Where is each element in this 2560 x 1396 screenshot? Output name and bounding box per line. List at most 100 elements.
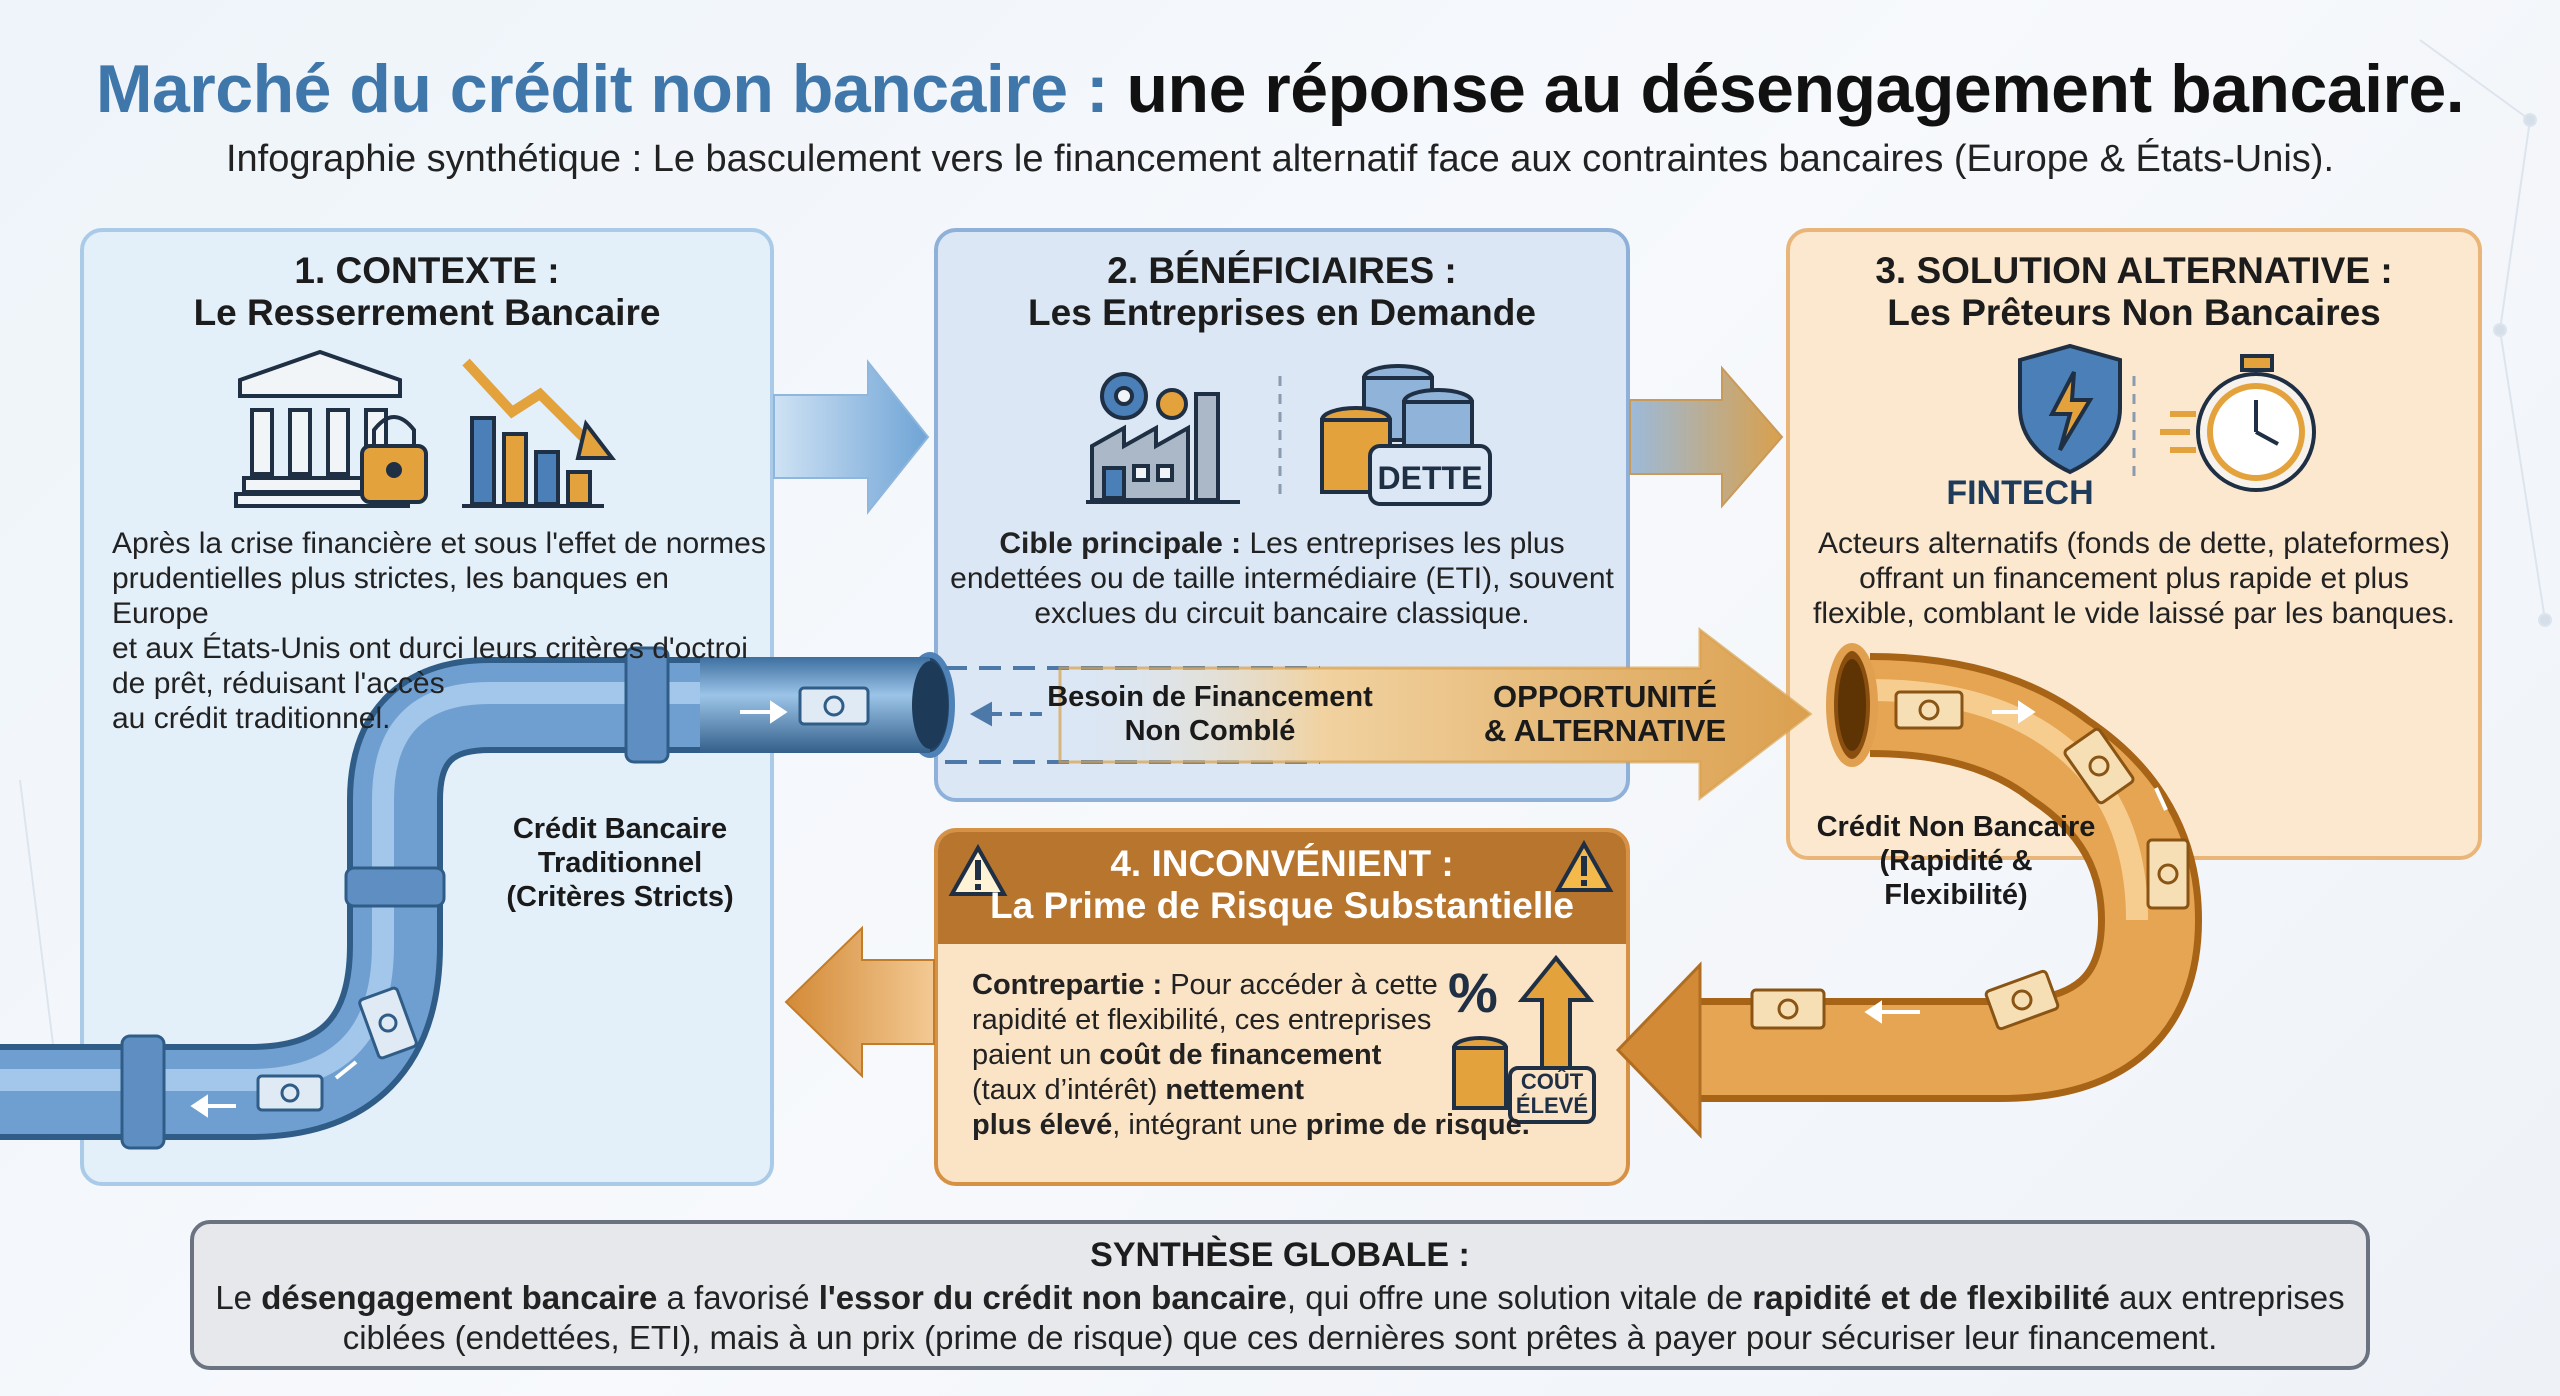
non-bank-credit-label-line: Flexibilité) [1884, 879, 2028, 911]
svg-text:%: % [1448, 961, 1498, 1024]
panel-drawback [934, 828, 1630, 1186]
financing-gap-label-line: Non Comblé [1124, 715, 1296, 747]
synthesis-fragment: Le [215, 1279, 262, 1316]
opportunity-label-line: OPPORTUNITÉ [1493, 679, 1717, 714]
opportunity-label-line: & ALTERNATIVE [1483, 713, 1727, 748]
title-main: une réponse au désengagement bancaire. [1126, 51, 2465, 127]
context-text-line: et aux États-Unis ont durci leurs critèr… [112, 632, 748, 665]
bank-lock-icon [234, 349, 428, 508]
financing-gap-label-line: Besoin de Financement [1047, 681, 1373, 713]
high-cost-label: COÛT ÉLEVÉ [1510, 1070, 1594, 1118]
drawback-text-line: (taux d’intérêt) nettement [972, 1073, 1452, 1108]
non-bank-credit-pipe [1615, 643, 2203, 1139]
beneficiaries-text-fragment: Les entreprises les plus [1241, 527, 1565, 560]
synthesis-fragment: aux entreprises [2109, 1279, 2345, 1316]
traditional-credit-label-line: (Critères Stricts) [506, 881, 734, 913]
panel-context-text: Après la crise financière et sous l'effe… [112, 526, 772, 736]
opportunity-label: OPPORTUNITÉ & ALTERNATIVE [1470, 680, 1740, 748]
page-subtitle: Infographie synthétique : Le basculement… [225, 138, 2335, 180]
panel-solution-title-line1: 3. SOLUTION ALTERNATIVE : [1875, 250, 2393, 291]
context-text-line: de prêt, réduisant l'accès [112, 667, 445, 700]
synthesis-text-line: Le désengagement bancaire a favorisé l'e… [200, 1278, 2360, 1318]
drawback-text-fragment: , intégrant une [1112, 1109, 1306, 1141]
traditional-credit-label-line: Crédit Bancaire [512, 813, 728, 845]
tradeoff-label: Contrepartie : [972, 969, 1163, 1001]
synthesis-text-line: ciblées (endettées, ETI), mais à un prix… [342, 1319, 2218, 1356]
high-cost-label-line: COÛT [1520, 1069, 1584, 1094]
synthesis-text: Le désengagement bancaire a favorisé l'e… [200, 1278, 2360, 1358]
factory-gears-icon [1086, 372, 1240, 504]
main-target-label: Cible principale : [999, 527, 1242, 560]
panel-context-title: 1. CONTEXTE : Le Resserrement Bancaire [80, 250, 774, 334]
fintech-label: FINTECH [1946, 474, 2094, 512]
warning-left-icon [948, 843, 1008, 896]
panel-solution-text: Acteurs alternatifs (fonds de dette, pla… [1786, 526, 2482, 631]
debt-coins-icon [1320, 364, 1492, 506]
drawback-text-line: rapidité et flexibilité, ces entreprises [972, 1004, 1432, 1036]
panel-drawback-title: 4. INCONVÉNIENT : La Prime de Risque Sub… [934, 843, 1630, 927]
panel-beneficiaries-title-line1: 2. BÉNÉFICIAIRES : [1107, 250, 1457, 291]
context-text-line: au crédit traditionnel. [112, 702, 391, 735]
drawback-text-line: plus élevé, intégrant une prime de risqu… [972, 1108, 1530, 1143]
stopwatch-icon [2160, 354, 2316, 492]
drawback-text-line: paient un coût de financement [972, 1038, 1452, 1073]
gap-left-arrow [969, 701, 1042, 727]
panel-drawback-title-line1: 4. INCONVÉNIENT : [1110, 843, 1454, 884]
non-bank-credit-label-line: Crédit Non Bancaire [1816, 811, 2096, 843]
synthesis-emphasis: rapidité et de flexibilité [1752, 1279, 2110, 1316]
flow-arrow-beneficiaries-to-solution [1629, 365, 1784, 509]
icon-divider [1278, 376, 2136, 496]
drawback-text-fragment: paient un [972, 1039, 1100, 1071]
declining-chart-icon [462, 358, 617, 508]
non-bank-credit-label: Crédit Non Bancaire (Rapidité & Flexibil… [1806, 810, 2106, 912]
beneficiaries-text-line: Cible principale : Les entreprises les p… [934, 526, 1630, 561]
drawback-text-fragment: (taux d’intérêt) [972, 1074, 1166, 1106]
synthesis-emphasis: désengagement bancaire [261, 1279, 658, 1316]
drawback-text-line: Contrepartie : Pour accéder à cette [972, 968, 1452, 1003]
panel-drawback-title-line2: La Prime de Risque Substantielle [990, 885, 1574, 926]
panel-drawback-header [938, 832, 1626, 944]
flow-arrow-drawback-left [784, 925, 935, 1079]
solution-text-line: offrant un financement plus rapide et pl… [1859, 562, 2409, 595]
synthesis-fragment: a favorisé [657, 1279, 819, 1316]
traditional-credit-label-line: Traditionnel [537, 847, 703, 879]
panel-drawback-text: Contrepartie : Pour accéder à cette rapi… [972, 968, 1530, 1143]
panel-context-title-line1: 1. CONTEXTE : [294, 250, 560, 291]
high-cost-icon: % [1448, 954, 1596, 1124]
beneficiaries-text-line: exclues du circuit bancaire classique. [1034, 597, 1530, 630]
traditional-credit-pipe [0, 646, 955, 1150]
context-text-line: Après la crise financière et sous l'effe… [112, 527, 766, 560]
fintech-shield-icon [2018, 343, 2122, 475]
opportunity-arrow [1058, 626, 1813, 802]
panel-context-title-line2: Le Resserrement Bancaire [193, 292, 661, 333]
high-cost-label-line: ÉLEVÉ [1515, 1093, 1589, 1118]
panel-synthesis [190, 1220, 2370, 1370]
drawback-text-emphasis: prime de risque. [1305, 1109, 1530, 1141]
traditional-credit-label: Crédit Bancaire Traditionnel (Critères S… [470, 812, 770, 914]
beneficiaries-text-line: endettées ou de taille intermédiaire (ET… [950, 562, 1614, 595]
drawback-text-emphasis: plus élevé [972, 1109, 1113, 1141]
panel-beneficiaries-title-line2: Les Entreprises en Demande [1028, 292, 1536, 333]
title-highlight: Marché du crédit non bancaire : [95, 51, 1109, 127]
solution-text-line: flexible, comblant le vide laissé par le… [1812, 597, 2456, 630]
non-bank-credit-label-line: (Rapidité & [1879, 845, 2033, 877]
risk-flow-arrow [1615, 961, 1702, 1139]
synthesis-emphasis: l'essor du crédit non bancaire [818, 1279, 1287, 1316]
panel-solution-title: 3. SOLUTION ALTERNATIVE : Les Prêteurs N… [1786, 250, 2482, 334]
synthesis-title: SYNTHÈSE GLOBALE : [1090, 1236, 1470, 1274]
panel-beneficiaries-text: Cible principale : Les entreprises les p… [934, 526, 1630, 631]
drawback-text-emphasis: nettement [1165, 1074, 1304, 1106]
context-text-line: prudentielles plus strictes, les banques… [112, 562, 669, 630]
financing-gap-label: Besoin de Financement Non Comblé [1036, 680, 1384, 748]
panel-solution-title-line2: Les Prêteurs Non Bancaires [1887, 292, 2381, 333]
flow-arrow-context-to-beneficiaries [773, 359, 930, 515]
debt-label: DETTE [1377, 460, 1483, 496]
page-title: Marché du crédit non bancaire : une répo… [0, 50, 2560, 128]
synthesis-fragment: , qui offre une solution vitale de [1286, 1279, 1753, 1316]
drawback-text-fragment: Pour accéder à cette [1162, 969, 1438, 1001]
solution-text-line: Acteurs alternatifs (fonds de dette, pla… [1818, 527, 2450, 560]
drawback-text-emphasis: coût de financement [1099, 1039, 1382, 1071]
panel-beneficiaries-title: 2. BÉNÉFICIAIRES : Les Entreprises en De… [934, 250, 1630, 334]
warning-right-icon [1554, 839, 1614, 892]
